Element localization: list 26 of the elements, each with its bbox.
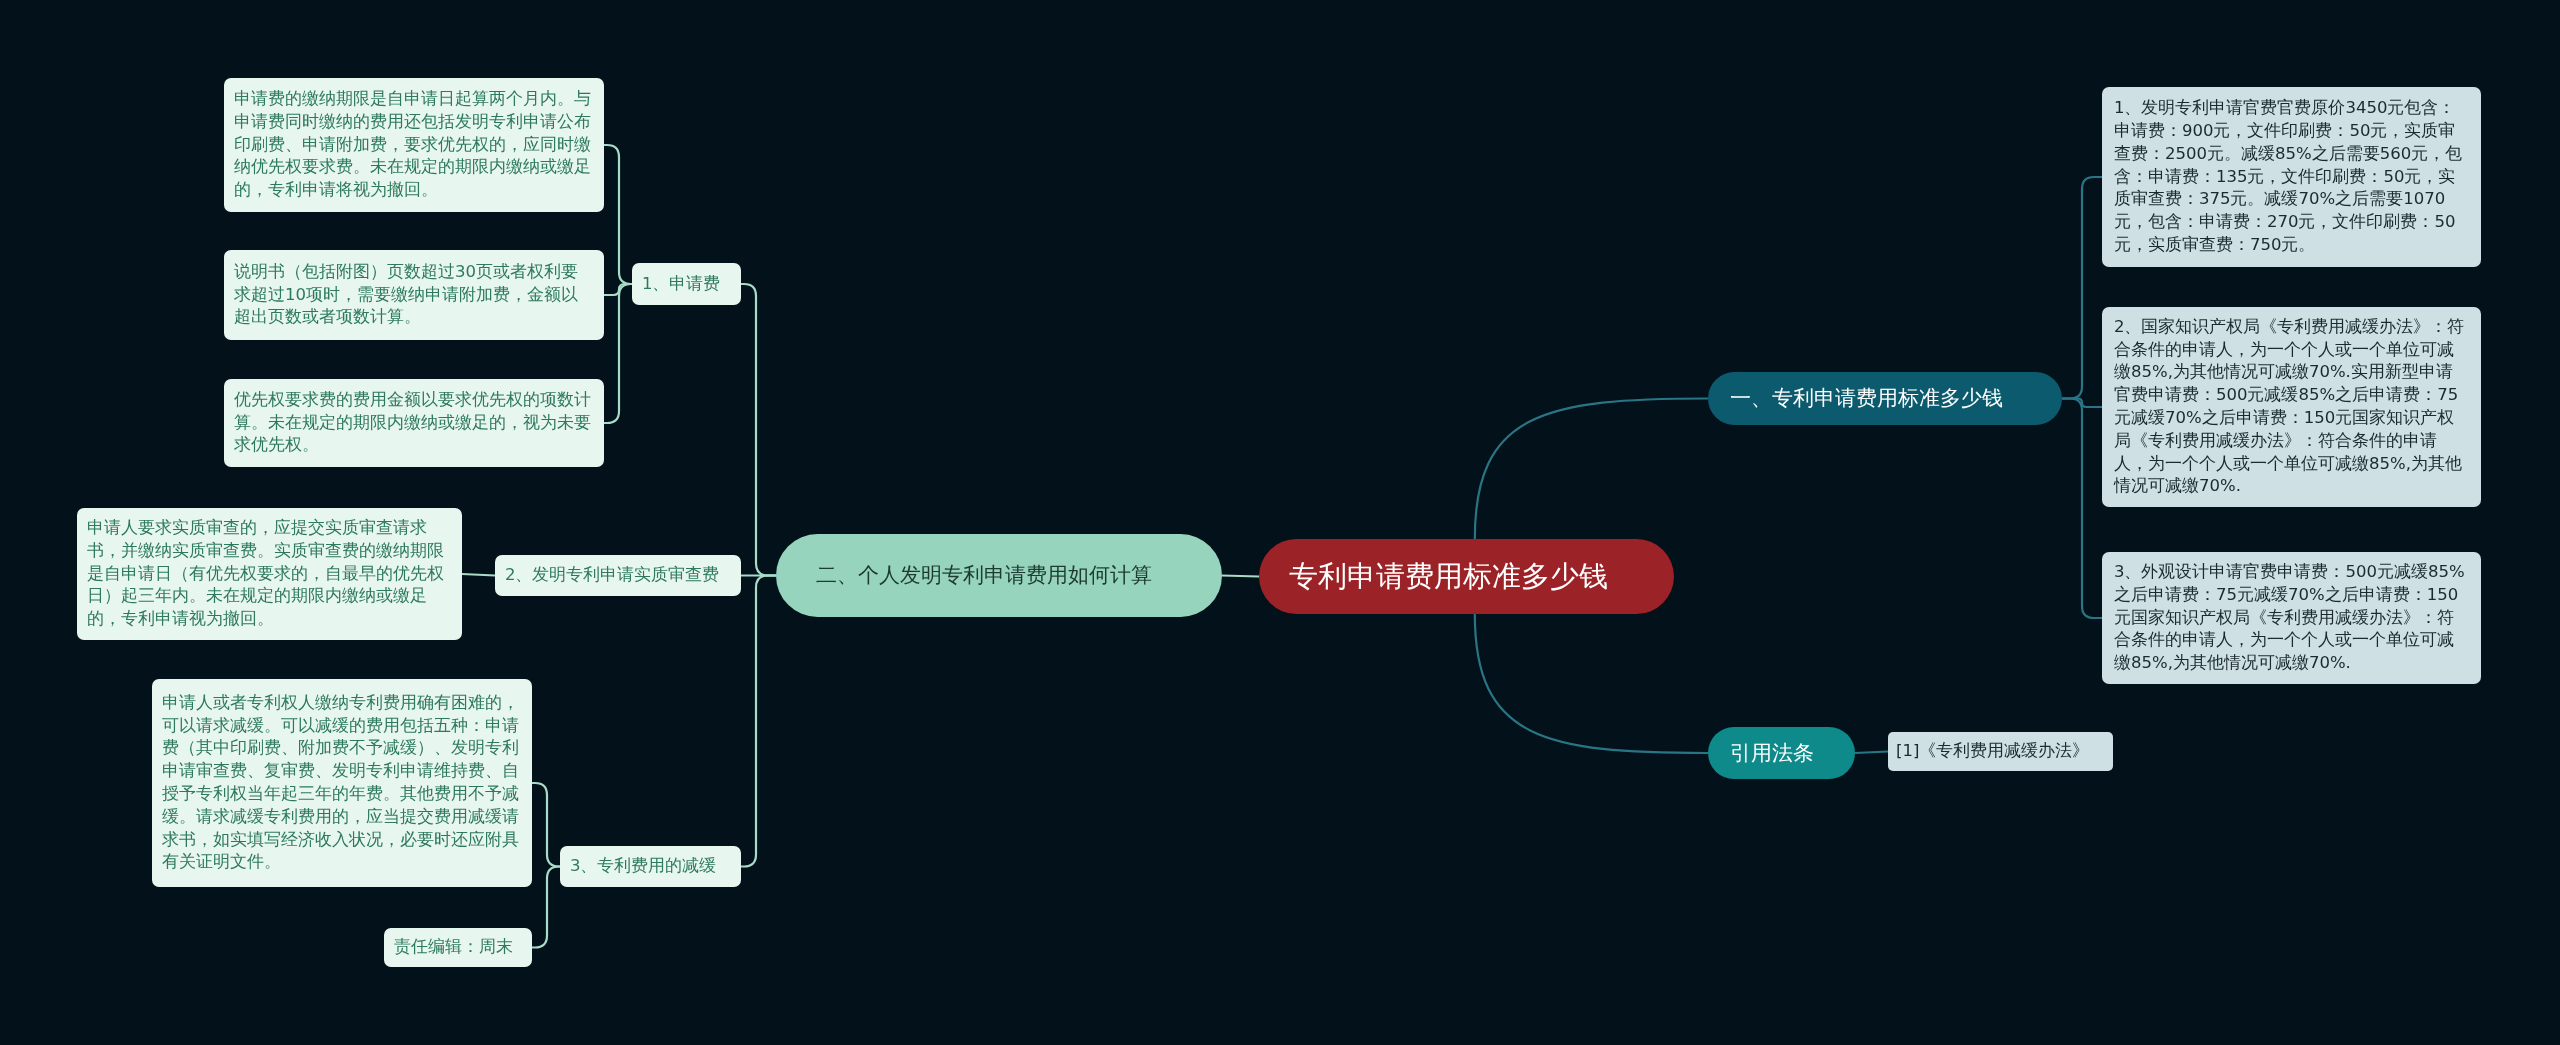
connector-line <box>461 572 496 577</box>
reference-box: [1]《专利费用减缓办法》 <box>1888 732 2113 771</box>
connector-line <box>741 574 776 868</box>
note-box: 优先权要求费的费用金额以要求优先权的项数计算。未在规定的期限内缴纳或缴足的，视为未要求优先权。 <box>224 379 604 467</box>
connector-line <box>2062 397 2102 620</box>
note-box: 申请人或者专利权人缴纳专利费用确有困难的，可以请求减缓。可以减缓的费用包括五种：申请费（其中印刷费、附加费不予减缓）、发明专利申请审查费、复审费、发明专利申请维持费、自授予专利权当年起三年的年费。其他费用不予减缓。请求减缓专利费用的，应当提交费用减缓请求书，如实填写经济收入状况，必要时还应附具有关证明文件。 <box>152 679 532 887</box>
connector-line <box>1221 574 1260 578</box>
note-box: 3、专利费用的减缓 <box>560 846 741 887</box>
note-box: 3、外观设计申请官费申请费：500元减缓85%之后申请费：75元减缓70%之后申请费：150元国家知识产权局《专利费用减缓办法》：符合条件的申请人，为一个个人或一个单位可减缴85%,为其他情况可减缴70%. <box>2102 552 2481 684</box>
note-box: 申请人要求实质审查的，应提交实质审查请求书，并缴纳实质审查费。实质审查费的缴纳期限是自申请日（有优先权要求的，自最早的优先权日）起三年内。未在规定的期限内缴纳或缴足的，专利申请视为撤回。 <box>77 508 462 640</box>
connector-line <box>604 282 633 425</box>
root-topic: 专利申请费用标准多少钱 <box>1259 539 1674 614</box>
note-box: 说明书（包括附图）页数超过30页或者权利要求超过10项时，需要缴纳申请附加费，金额以超出页数或者项数计算。 <box>224 250 604 340</box>
connector-line <box>532 865 561 949</box>
note-box: 申请费的缴纳期限是自申请日起算两个月内。与申请费同时缴纳的费用还包括发明专利申请公布印刷费、申请附加费，要求优先权的，应同时缴纳优先权要求费。未在规定的期限内缴纳或缴足的，专利申请将视为撤回。 <box>224 78 604 212</box>
connector-line <box>1473 613 1708 755</box>
note-box: 责任编辑：周末 <box>384 928 532 967</box>
connector-line <box>1473 397 1708 540</box>
topic-pill: 二、个人发明专利申请费用如何计算 <box>776 534 1222 617</box>
note-box: 1、发明专利申请官费官费原价3450元包含：申请费：900元，文件印刷费：50元，实质审查费：2500元。减缓85%之后需要560元，包含：申请费：135元，文件印刷费：50元，实质审查费：375元。减缓70%之后需要1070元，包含：申请费：270元，文件印刷费：50元，实质审查费：750元。 <box>2102 87 2481 267</box>
connector-line <box>1854 750 1889 755</box>
topic-pill: 一、专利申请费用标准多少钱 <box>1708 372 2062 425</box>
topic-pill: 引用法条 <box>1708 727 1855 779</box>
note-box: 1、申请费 <box>632 263 741 305</box>
note-box: 2、发明专利申请实质审查费 <box>495 555 741 596</box>
note-box: 2、国家知识产权局《专利费用减缓办法》：符合条件的申请人，为一个个人或一个单位可减缴85%,为其他情况可减缴70%.实用新型申请官费申请费：500元减缓85%之后申请费：75元减缓70%之后申请费：150元国家知识产权局《专利费用减缓办法》：符合条件的申请人，为一个个人或一个单位可减缴85%,为其他情况可减缴70%. <box>2102 307 2481 507</box>
